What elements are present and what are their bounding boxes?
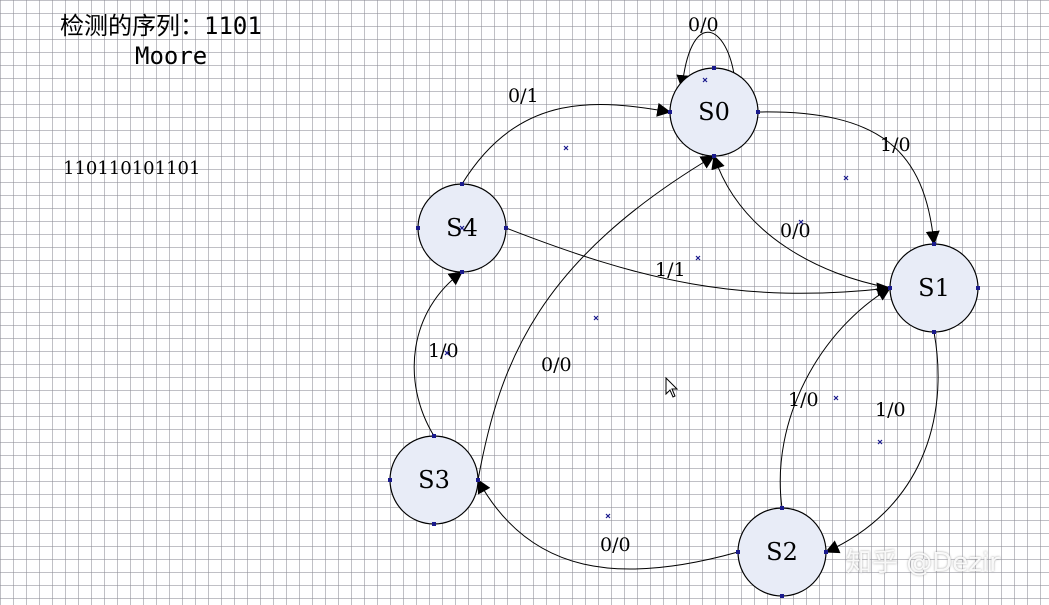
node-handle[interactable] [780, 506, 784, 510]
transition-s3-to-s0 [477, 155, 716, 481]
transition-label-s0-to-s1: 1/0 [880, 134, 911, 156]
node-handle[interactable] [756, 110, 760, 114]
node-handle[interactable] [460, 182, 464, 186]
transition-label-s4-to-s1: 1/1 [655, 259, 686, 281]
transition-label-s0-to-s0: 0/0 [688, 14, 719, 36]
state-label: S2 [766, 538, 798, 566]
control-point-marker[interactable] [593, 315, 599, 321]
transition-s0-to-s0 [676, 31, 735, 90]
transition-s3-to-s4 [413, 271, 463, 437]
control-point-marker[interactable] [877, 439, 883, 445]
transition-s1-to-s2 [824, 331, 939, 554]
heading-title: 检测的序列：1101 [60, 12, 262, 40]
watermark: 知乎 @Dezir [846, 548, 1000, 578]
control-point-marker[interactable] [605, 513, 611, 519]
node-handle[interactable] [932, 242, 936, 246]
transition-label-s1-to-s0: 0/0 [780, 220, 811, 242]
node-handle[interactable] [976, 286, 980, 290]
transition-s2-to-s3 [477, 478, 739, 570]
state-label: S3 [418, 466, 450, 494]
transition-s4-to-s1 [505, 227, 892, 297]
node-handle[interactable] [888, 286, 892, 290]
transition-label-s3-to-s4: 1/0 [428, 340, 459, 362]
node-handle[interactable] [432, 522, 436, 526]
state-label: S0 [698, 98, 730, 126]
node-handle[interactable] [712, 66, 716, 70]
node-handle[interactable] [504, 226, 508, 230]
state-node-s1[interactable]: S1 [889, 243, 979, 333]
transition-label-s2-to-s1: 1/0 [788, 389, 819, 411]
control-point-marker[interactable] [695, 255, 701, 261]
transition-s2-to-s1 [779, 287, 892, 509]
control-point-marker[interactable] [798, 219, 804, 225]
node-handle[interactable] [932, 330, 936, 334]
node-handle[interactable] [712, 154, 716, 158]
state-node-s2[interactable]: S2 [737, 507, 827, 597]
mouse-cursor-icon [665, 376, 679, 398]
control-point-marker[interactable] [563, 145, 569, 151]
heading-subtitle: Moore [135, 42, 208, 70]
control-point-marker[interactable] [702, 77, 708, 83]
node-handle[interactable] [388, 478, 392, 482]
control-point-marker[interactable] [833, 395, 839, 401]
control-point-marker[interactable] [843, 175, 849, 181]
node-handle[interactable] [416, 226, 420, 230]
node-handle[interactable] [460, 270, 464, 274]
transition-label-s1-to-s2: 1/0 [875, 399, 906, 421]
node-handle[interactable] [668, 110, 672, 114]
control-point-marker[interactable] [444, 350, 450, 356]
transition-s1-to-s0 [711, 154, 891, 289]
transition-s4-to-s0 [461, 102, 672, 185]
transition-label-s2-to-s3: 0/0 [600, 534, 631, 556]
control-point-marker[interactable] [459, 225, 465, 231]
node-handle[interactable] [736, 550, 740, 554]
input-sequence: 110110101101 [63, 158, 201, 179]
state-node-s3[interactable]: S3 [389, 435, 479, 525]
transition-s0-to-s1 [757, 111, 940, 246]
transition-label-s4-to-s0: 0/1 [508, 85, 539, 107]
state-node-s0[interactable]: S0 [669, 67, 759, 157]
transition-label-s3-to-s0: 0/0 [541, 354, 572, 376]
node-handle[interactable] [476, 478, 480, 482]
node-handle[interactable] [780, 594, 784, 598]
state-label: S1 [918, 274, 950, 302]
node-handle[interactable] [432, 434, 436, 438]
node-handle[interactable] [824, 550, 828, 554]
